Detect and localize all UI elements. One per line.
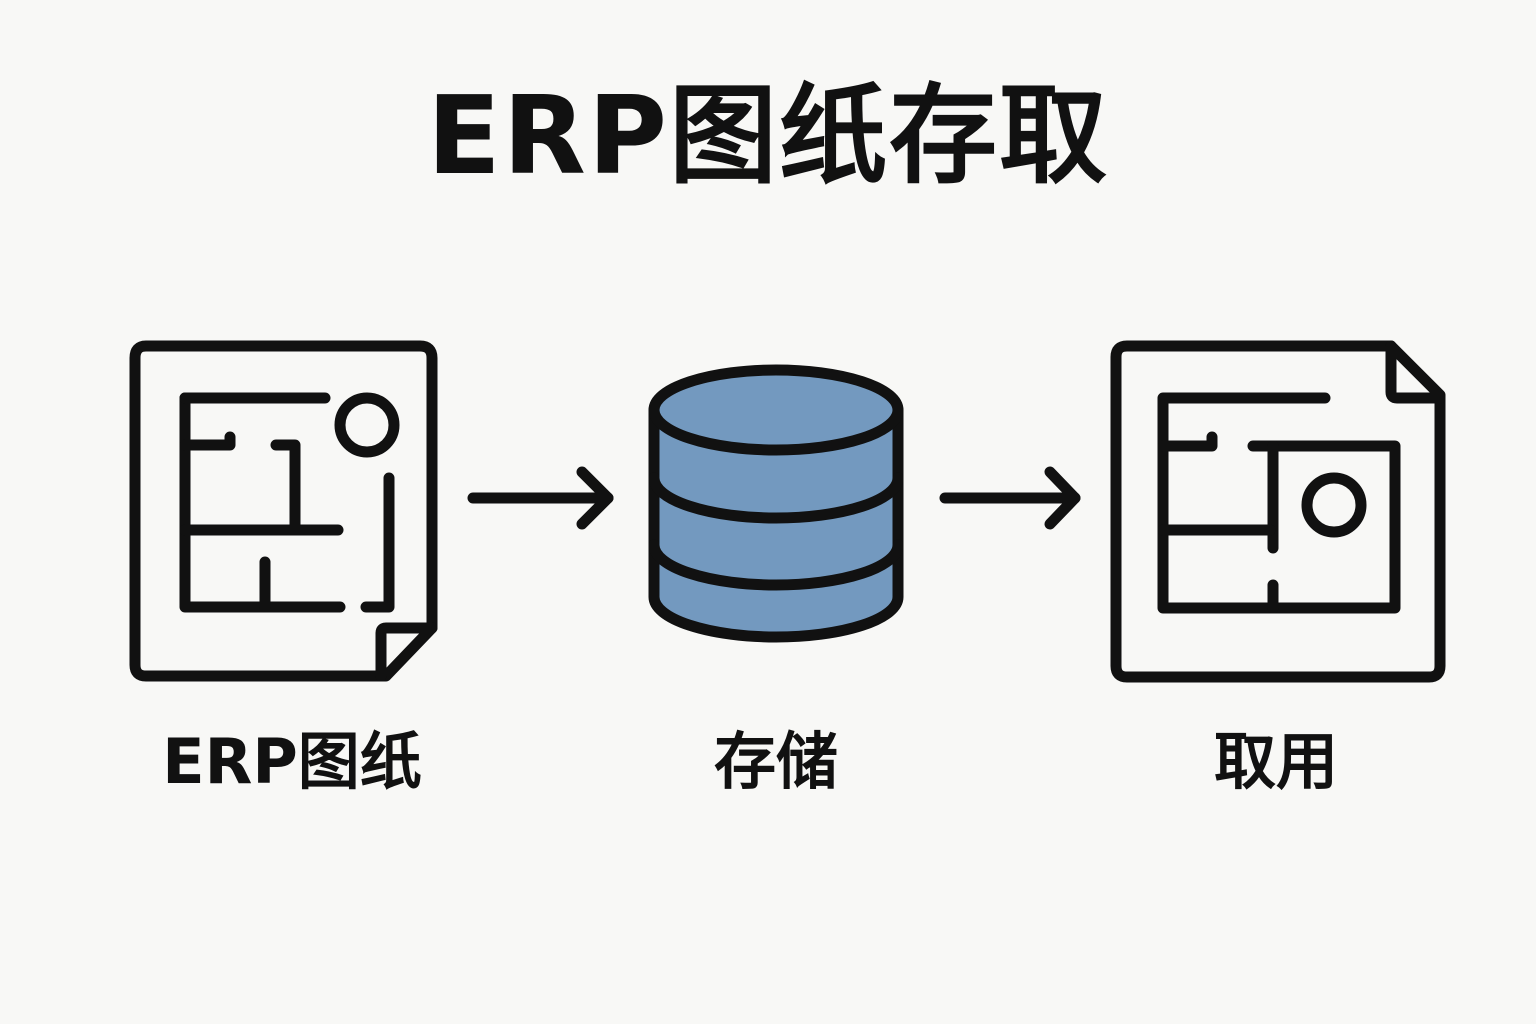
step-label-retrieve: 取用 <box>1213 725 1338 798</box>
step-label-drawing: ERP图纸 <box>162 725 422 798</box>
floor-plan <box>179 392 400 613</box>
floor-plan <box>1157 392 1401 614</box>
page-title: ERP图纸存取 <box>426 74 1110 199</box>
step-label-storage: 存储 <box>713 725 838 798</box>
document-outline <box>129 340 438 682</box>
